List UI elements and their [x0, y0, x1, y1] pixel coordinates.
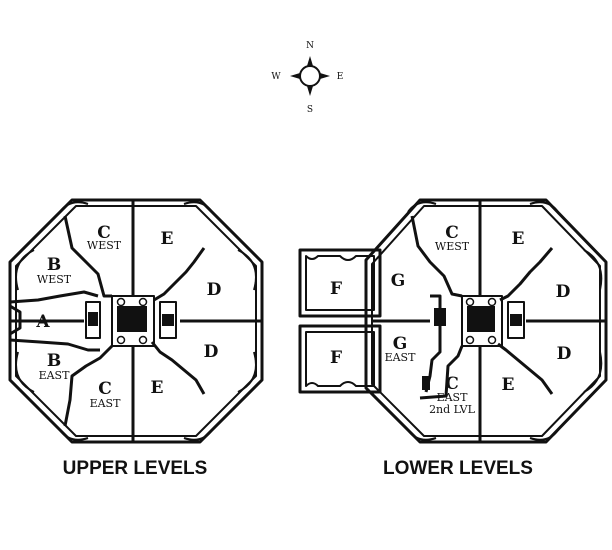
lower-wall-cwest-g — [410, 215, 463, 298]
lower-room-g-east-letter: G — [393, 334, 408, 354]
lower-room-d-top-letter: D — [556, 282, 571, 302]
upper-room-a-letter: A — [35, 312, 50, 332]
lower-outer-wall — [364, 198, 608, 444]
lower-f-top-room — [298, 248, 382, 318]
upper-buttress-se — [183, 429, 213, 441]
lower-room-c-west-sub: WEST — [435, 240, 470, 253]
upper-room-c-east-letter: C — [98, 379, 112, 399]
upper-levels-plan: C WEST E B WEST D A D B EAST C EAST E UP… — [8, 198, 264, 479]
lower-wall-geast-ceast — [419, 345, 464, 400]
upper-core-west-fill — [88, 312, 98, 326]
compass-rose: N S W E — [271, 41, 343, 115]
upper-buttress-w1 — [15, 249, 35, 291]
lower-f-top-inner — [305, 255, 375, 311]
upper-core-pillar — [138, 297, 148, 307]
upper-buttress-ne — [183, 201, 213, 213]
upper-core-east-fill — [162, 314, 174, 326]
upper-buttress-e2 — [237, 351, 257, 393]
lower-room-c-west-letter: C — [445, 223, 459, 243]
lower-room-g-east-sub: EAST — [385, 351, 417, 364]
lower-room-g-top-letter: G — [391, 271, 406, 291]
lower-room-c-east-letter: C — [445, 374, 459, 394]
compass-east-label: E — [337, 72, 344, 82]
upper-core-west-annex — [85, 301, 101, 339]
compass-east-arrow — [320, 73, 330, 79]
lower-buttress-e1 — [583, 249, 603, 291]
lower-stair-marker — [422, 376, 430, 390]
lower-core-frame — [461, 295, 503, 347]
lower-core-east-fill — [510, 314, 522, 326]
lower-f-bottom-room — [298, 324, 382, 394]
upper-core-pillar — [116, 297, 126, 307]
lower-room-f-bottom-letter: F — [330, 348, 342, 368]
upper-room-c-east-sub: EAST — [90, 397, 122, 410]
lower-room-d-bottom-letter: D — [557, 344, 572, 364]
upper-buttress-e1 — [237, 249, 257, 291]
upper-buttress-nw — [59, 201, 89, 213]
compass-west-arrow — [290, 73, 300, 79]
upper-room-d-bottom-letter: D — [204, 342, 219, 362]
lower-buttress-nw — [407, 201, 437, 213]
upper-core-pillar — [138, 335, 148, 345]
compass-west-label: W — [271, 72, 281, 82]
upper-levels-caption: UPPER LEVELS — [63, 458, 208, 479]
lower-levels-caption: LOWER LEVELS — [383, 458, 533, 479]
lower-levels-plan: C WEST E F G D F G EAST D C EAST 2nd LVL… — [298, 198, 608, 479]
upper-room-c-west-letter: C — [97, 223, 111, 243]
lower-room-f-top-letter: F — [330, 279, 342, 299]
upper-room-c-west-sub: WEST — [87, 239, 122, 252]
lower-room-e-bottom-letter: E — [502, 375, 515, 395]
upper-room-d-top-letter: D — [207, 280, 222, 300]
lower-buttress-ne — [529, 201, 559, 213]
upper-room-b-west-sub: WEST — [37, 273, 72, 286]
lower-core-west-fill — [434, 308, 446, 326]
compass-north-arrow — [307, 56, 313, 66]
lower-core-east-annex — [507, 301, 525, 339]
lower-room-c-east-sub2: 2nd LVL — [429, 403, 476, 416]
lower-outer-shell — [371, 205, 601, 437]
lower-core-stair — [467, 306, 495, 332]
lower-buttress-se — [529, 429, 559, 441]
upper-core-frame — [111, 295, 155, 347]
compass-north-label: N — [306, 41, 314, 51]
upper-room-e-top-letter: E — [161, 229, 174, 249]
upper-room-b-east-letter: B — [47, 351, 61, 371]
compass-south-label: S — [307, 105, 313, 115]
lower-core-pillar — [465, 297, 475, 307]
lower-buttress-e2 — [583, 351, 603, 393]
lower-buttress-sw — [407, 429, 437, 441]
lower-core-pillar — [487, 335, 497, 345]
upper-buttress-sw — [59, 429, 89, 441]
upper-buttress-w2 — [15, 351, 35, 393]
upper-core-pillar — [116, 335, 126, 345]
upper-wall-cwest-bwest — [63, 215, 112, 298]
lower-core-pillar — [487, 297, 497, 307]
compass-south-arrow — [307, 86, 313, 96]
lower-f-bottom-inner — [305, 331, 375, 387]
upper-wall-beast-ceast — [63, 344, 114, 427]
upper-wall-a-beast — [9, 338, 100, 352]
upper-wall-etop-dtop — [153, 247, 206, 302]
lower-room-e-top-letter: E — [512, 229, 525, 249]
lower-core-pillar — [465, 335, 475, 345]
upper-core-east-annex — [159, 301, 177, 339]
upper-core-stair — [117, 306, 147, 332]
lower-room-c-east-sub: EAST — [437, 391, 469, 404]
upper-wall-bwest-a — [9, 290, 99, 304]
upper-room-e-bottom-letter: E — [151, 378, 164, 398]
upper-room-b-east-sub: EAST — [39, 369, 71, 382]
lower-wall-etop-dtop — [499, 247, 554, 302]
upper-wall-dbottom-ebottom — [150, 341, 206, 395]
compass-circle — [299, 65, 321, 87]
lower-wall-dbottom-ebottom — [497, 342, 554, 395]
upper-room-b-west-letter: B — [47, 255, 61, 275]
